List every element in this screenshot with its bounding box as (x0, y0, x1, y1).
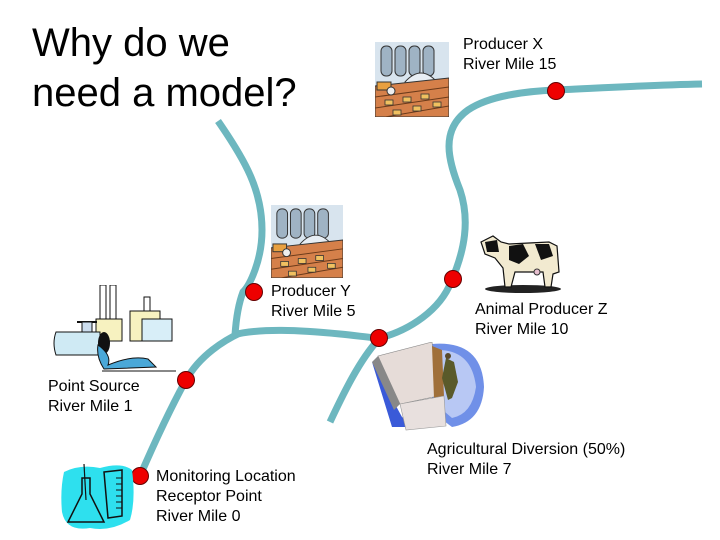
point-agricultural-diversion[interactable] (370, 329, 388, 347)
dam-gate-icon (372, 341, 490, 432)
agricultural-diversion-mile: River Mile 7 (427, 461, 512, 478)
factory-farm-icon (374, 42, 450, 118)
monitoring-location-name: Monitoring Location (156, 468, 296, 485)
producer-x-mile: River Mile 15 (463, 56, 557, 73)
point-source-mile: River Mile 1 (48, 398, 133, 415)
point-point-source[interactable] (177, 371, 195, 389)
point-source-name: Point Source (48, 378, 140, 395)
title-line-2: need a model? (32, 71, 297, 115)
label-monitoring-location: Monitoring Location Receptor Point River… (156, 467, 296, 527)
slide-title: Why do we need a model? (32, 18, 297, 118)
point-animal-producer-z[interactable] (444, 270, 462, 288)
factory-farm-icon (270, 205, 344, 279)
label-producer-y: Producer Y River Mile 5 (271, 282, 355, 322)
monitoring-location-mile: River Mile 0 (156, 508, 241, 525)
river-left-tributary (215, 119, 266, 336)
animal-producer-z-name: Animal Producer Z (475, 301, 608, 318)
animal-producer-z-mile: River Mile 10 (475, 321, 569, 338)
river-diversion-channel (326, 337, 381, 424)
label-point-source: Point Source River Mile 1 (48, 377, 140, 417)
cow-icon (479, 232, 565, 294)
river-middle-reach (232, 326, 381, 342)
agricultural-diversion-name: Agricultural Diversion (50%) (427, 441, 626, 458)
label-agricultural-diversion: Agricultural Diversion (50%) River Mile … (427, 440, 625, 480)
point-producer-y[interactable] (245, 283, 263, 301)
monitoring-location-name2: Receptor Point (156, 488, 262, 505)
label-animal-producer-z: Animal Producer Z River Mile 10 (475, 300, 608, 340)
producer-y-mile: River Mile 5 (271, 303, 356, 320)
title-line-1: Why do we (32, 21, 230, 65)
label-producer-x: Producer X River Mile 15 (463, 35, 556, 75)
industrial-outfall-icon (52, 284, 176, 373)
point-producer-x[interactable] (547, 82, 565, 100)
producer-y-name: Producer Y (271, 283, 351, 300)
lab-flask-icon (60, 460, 136, 532)
producer-x-name: Producer X (463, 36, 544, 53)
